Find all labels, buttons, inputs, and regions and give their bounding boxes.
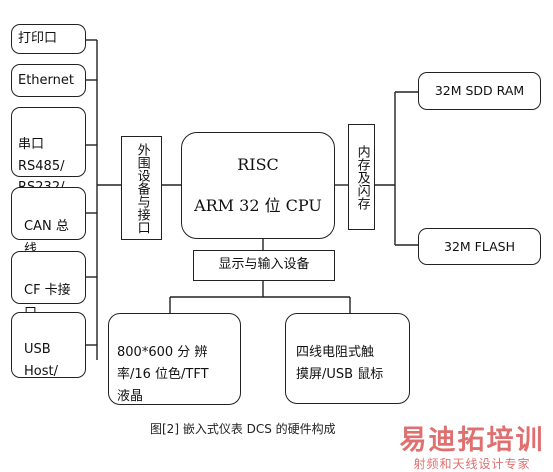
can-bus-node: CAN 总 线 <box>11 187 86 257</box>
ram-node: 32M SDD RAM <box>418 72 541 110</box>
touch-label: 四线电阻式触 摸屏/USB 鼠标 <box>296 345 384 383</box>
display-input-label: 显示与输入设备 <box>218 257 310 273</box>
watermark-subtitle: 射频和天线设计专家 <box>413 457 531 471</box>
touch-node: 四线电阻式触 摸屏/USB 鼠标 <box>285 313 410 404</box>
watermark-title: 易迪拓培训 <box>399 425 545 456</box>
watermark-logo: 易迪拓培训 射频和天线设计专家 <box>397 418 547 472</box>
lcd-node: 800*600 分 辨 率/16 位色/TFT 液晶 <box>108 313 241 405</box>
cpu-line1: RISC <box>237 155 279 175</box>
usb-label: USB Host/ Client <box>24 342 58 378</box>
ethernet-node: Ethernet <box>11 64 86 97</box>
display-input-box: 显示与输入设备 <box>193 250 335 281</box>
flash-label: 32M FLASH <box>444 238 515 254</box>
cpu-box: RISC ARM 32 位 CPU <box>181 132 335 239</box>
print-port-label: 打印口 <box>18 31 58 46</box>
memory-box: 内存及闪存 <box>348 124 375 230</box>
print-port-node: 打印口 <box>11 24 86 54</box>
memory-label: 内存及闪存 <box>354 144 370 210</box>
serial-port-node: 串口 RS485/ RS232/ <box>11 107 86 195</box>
flash-node: 32M FLASH <box>418 228 541 265</box>
cpu-line2: ARM 32 位 CPU <box>194 195 322 215</box>
figure-caption: 图[2] 嵌入式仪表 DCS 的硬件构成 <box>150 422 336 436</box>
cf-card-node: CF 卡接 口 <box>11 251 86 321</box>
ethernet-label: Ethernet <box>18 73 74 88</box>
peripheral-interface-label: 外围设备与接口 <box>134 142 150 234</box>
peripheral-interface-box: 外围设备与接口 <box>121 136 162 240</box>
lcd-label: 800*600 分 辨 率/16 位色/TFT 液晶 <box>117 345 209 405</box>
usb-node: USB Host/ Client <box>11 312 86 378</box>
ram-label: 32M SDD RAM <box>434 83 525 99</box>
